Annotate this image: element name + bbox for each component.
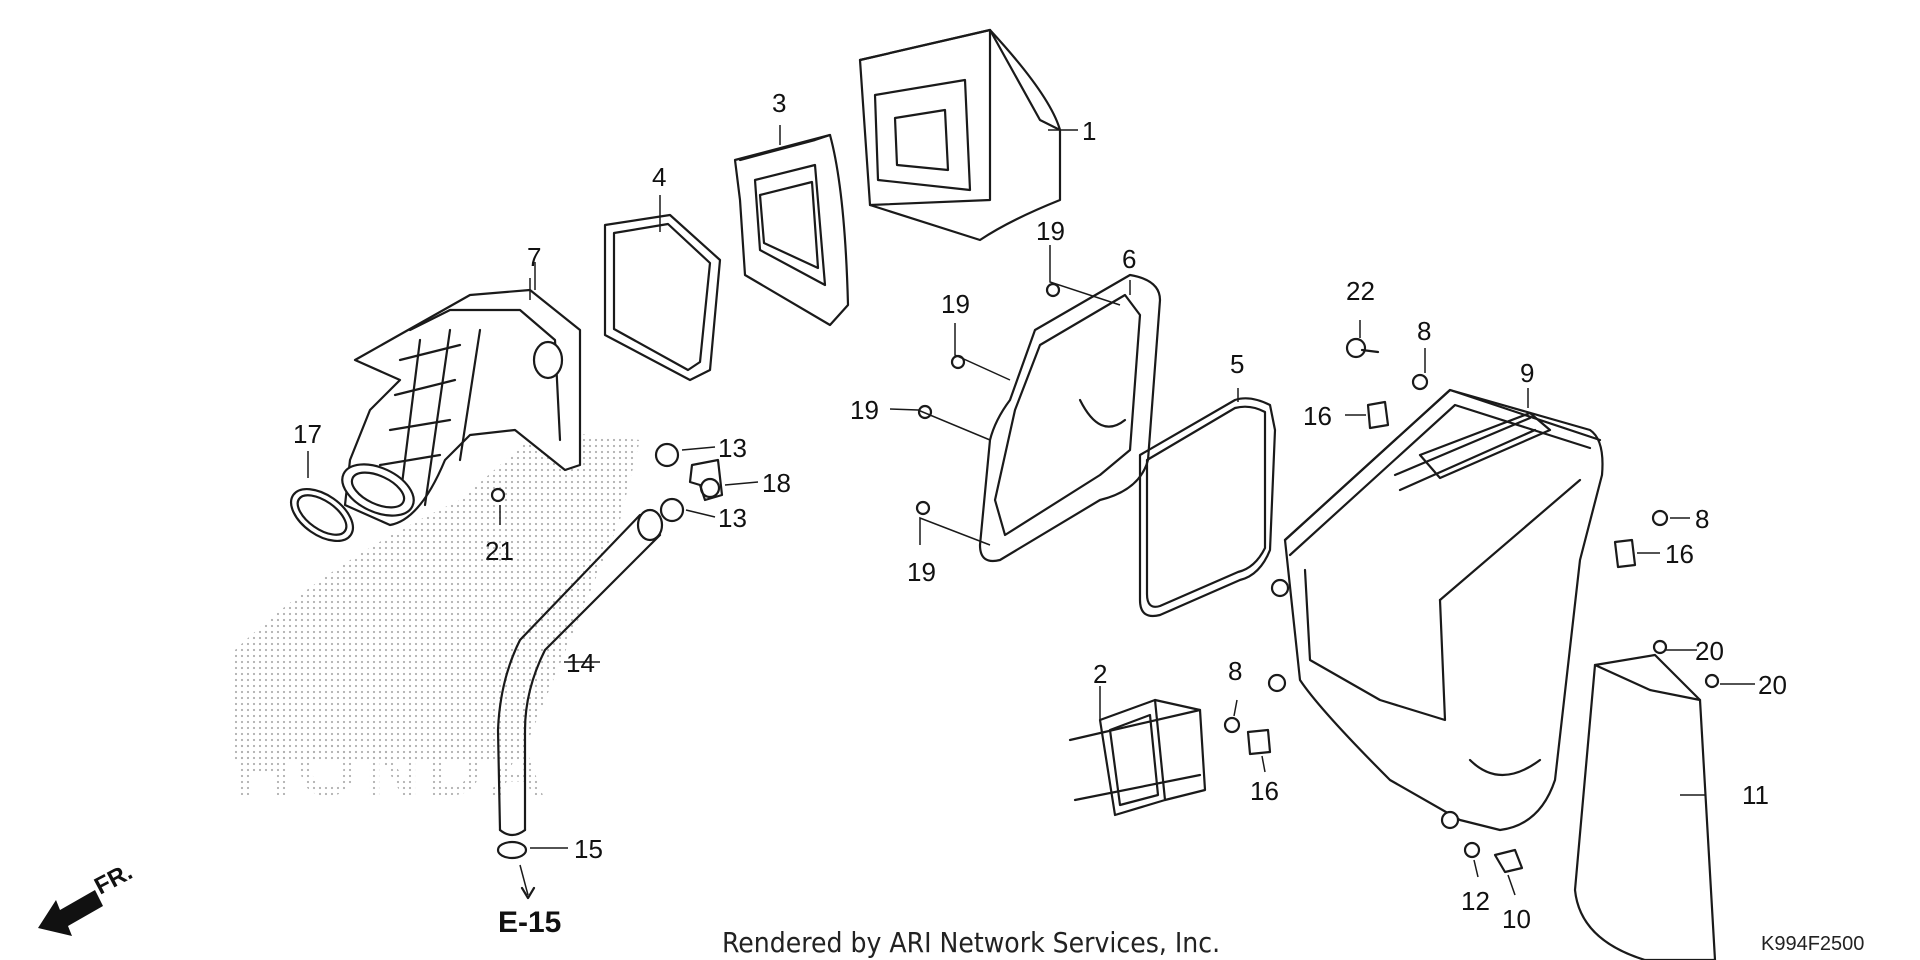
part-11-plate[interactable] xyxy=(1573,639,1720,960)
part-4-gasket[interactable] xyxy=(603,213,722,382)
callout-14: 14 xyxy=(566,648,595,678)
callout-3: 3 xyxy=(772,88,786,118)
callout-11: 11 xyxy=(1742,780,1769,810)
part-2-holder[interactable] xyxy=(1068,698,1207,817)
fr-label: FR. xyxy=(90,858,137,900)
part-18-joint[interactable] xyxy=(688,458,724,502)
callout-21: 21 xyxy=(485,536,514,566)
callouts: 1 2 3 4 5 6 7 8 8 8 9 10 11 12 13 13 14 … xyxy=(293,88,1787,934)
callout-19-a: 19 xyxy=(1036,216,1065,246)
callout-19-c: 19 xyxy=(850,395,879,425)
callout-17: 17 xyxy=(293,419,322,449)
part-9-case[interactable] xyxy=(1267,388,1604,832)
callout-9: 9 xyxy=(1520,358,1534,388)
part-10-plug[interactable] xyxy=(1493,848,1524,874)
honda-watermark: HONDA xyxy=(235,430,640,812)
callout-20-b: 20 xyxy=(1758,670,1787,700)
footer-credit: Rendered by ARI Network Services, Inc. xyxy=(722,926,1220,959)
callout-6: 6 xyxy=(1122,244,1136,274)
arrow-front-icon xyxy=(38,890,103,936)
callout-19-b: 19 xyxy=(941,289,970,319)
part-16-clips[interactable] xyxy=(1246,400,1637,756)
callout-18: 18 xyxy=(762,468,791,498)
part-15-clamp[interactable] xyxy=(496,840,536,900)
callout-16-bottom: 16 xyxy=(1250,776,1279,806)
front-direction-marker: FR. xyxy=(38,858,137,936)
callout-13-top: 13 xyxy=(718,433,747,463)
callout-8-top: 8 xyxy=(1417,316,1431,346)
part-5-seal[interactable] xyxy=(1138,397,1277,618)
callout-1: 1 xyxy=(1082,116,1096,146)
part-8-grommets[interactable] xyxy=(1223,373,1669,734)
wing-logo-icon xyxy=(235,430,640,760)
part-17-band[interactable] xyxy=(282,479,362,552)
callout-16-top: 16 xyxy=(1303,401,1332,431)
callout-5: 5 xyxy=(1230,349,1244,379)
callout-16-right: 16 xyxy=(1665,539,1694,569)
part-12-band[interactable] xyxy=(1463,841,1481,859)
diagram-code: K994F2500 xyxy=(1761,933,1864,955)
callout-8-right: 8 xyxy=(1695,504,1709,534)
callout-22: 22 xyxy=(1346,276,1375,306)
part-14-tube[interactable] xyxy=(496,508,664,837)
callout-8-bottom: 8 xyxy=(1228,656,1242,686)
part-3-holder[interactable] xyxy=(733,133,850,327)
callout-19-d: 19 xyxy=(907,557,936,587)
callout-20-a: 20 xyxy=(1695,636,1724,666)
callout-2: 2 xyxy=(1093,659,1107,689)
callout-10: 10 xyxy=(1502,904,1531,934)
watermark-brand: HONDA xyxy=(235,724,551,812)
callout-7: 7 xyxy=(527,242,541,272)
part-22-bolt[interactable] xyxy=(1345,337,1380,359)
part-1-element[interactable] xyxy=(858,28,1062,242)
callout-15: 15 xyxy=(574,834,603,864)
callout-13-bottom: 13 xyxy=(718,503,747,533)
callout-4: 4 xyxy=(652,162,666,192)
part-21-nut[interactable] xyxy=(490,487,506,503)
callout-12: 12 xyxy=(1461,886,1490,916)
part-7-intake-tube[interactable] xyxy=(334,288,582,527)
part-13-clip[interactable] xyxy=(654,442,685,523)
part-6-cover[interactable] xyxy=(978,273,1162,563)
leader-lines xyxy=(307,125,1755,896)
reference-label: E-15 xyxy=(498,906,561,939)
